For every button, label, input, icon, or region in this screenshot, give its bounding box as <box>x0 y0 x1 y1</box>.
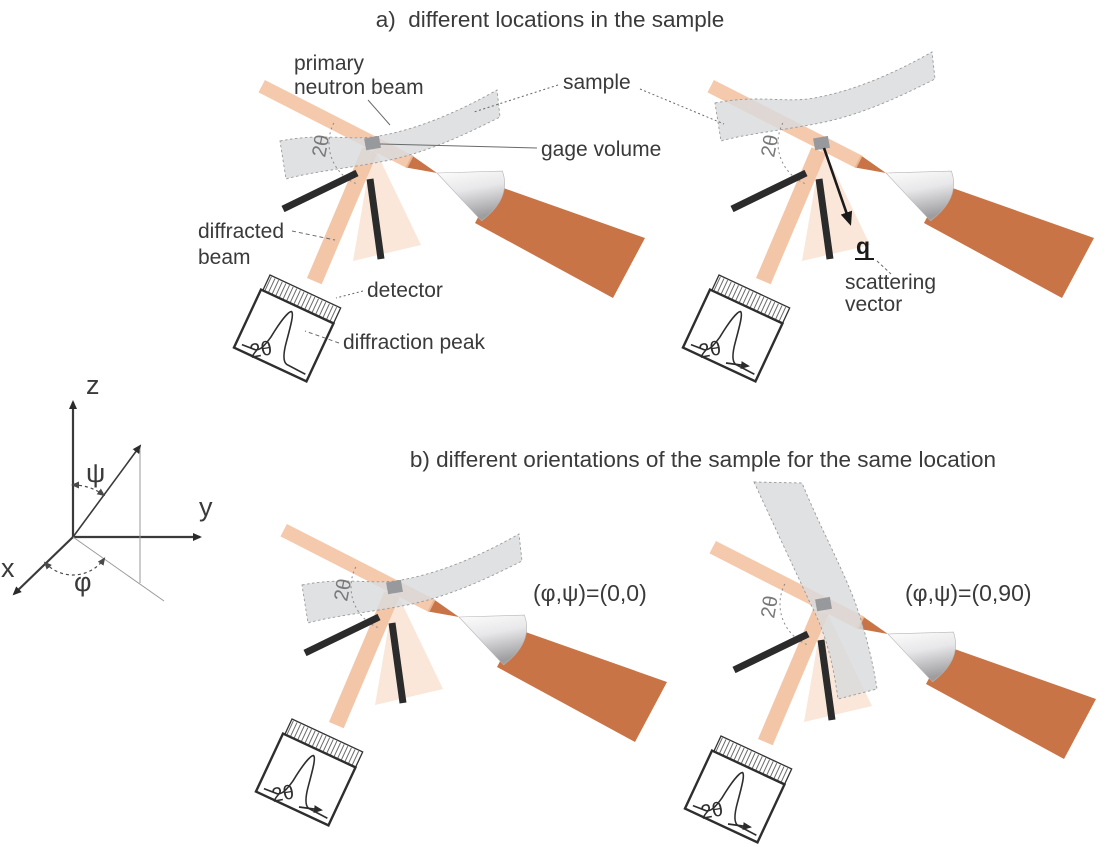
diffraction-peak-leader <box>304 330 340 344</box>
z-axis-label: z <box>86 370 100 400</box>
primary-beam-label-line1: primary <box>294 52 365 75</box>
primary-beam-label-line2: neutron beam <box>294 76 424 99</box>
two-theta-detector-label: 2θ <box>248 337 274 363</box>
coordinate-axes: z y x ψ φ <box>1 370 213 602</box>
two-theta-detector-label: 2θ <box>270 781 296 807</box>
two-theta-detector-label: 2θ <box>697 337 723 363</box>
two-theta-angle-label: 2θ <box>308 133 334 159</box>
psi-angle-arc <box>71 481 106 497</box>
gage-volume-leader <box>379 143 538 149</box>
diffracted-beam-label-line2: beam <box>198 246 251 269</box>
two-theta-angle-label: 2θ <box>757 133 783 159</box>
x-axis-label: x <box>1 553 15 583</box>
sample-plate <box>714 51 936 142</box>
y-axis-label: y <box>199 492 213 522</box>
projection-diagonal-line <box>72 536 165 602</box>
measurement-direction-vector <box>72 444 142 538</box>
detector-label: detector <box>367 279 443 302</box>
x-axis <box>12 536 74 596</box>
panel-a-annotations: primary neutron beam sample gage volume … <box>198 52 936 354</box>
two-theta-angle-label: 2θ <box>757 594 783 620</box>
diffracted-beam-leader <box>291 230 336 241</box>
two-theta-arrow <box>727 822 752 831</box>
panel-b-title: b) different orientations of the sample … <box>410 447 996 472</box>
diffraction-peak-label: diffraction peak <box>343 331 486 354</box>
gage-volume-label: gage volume <box>541 138 661 161</box>
detector-leader <box>335 290 364 299</box>
setup-b-right: 2θ 2θ <box>685 481 1097 842</box>
setup-a-right: 2θ 2θ <box>683 51 1095 381</box>
primary-beam-leader <box>367 99 391 126</box>
scattering-vector-label-line2: vector <box>845 293 902 316</box>
phi-angle-label: φ <box>74 567 92 597</box>
setup-a-left: 2θ 2θ <box>234 79 646 381</box>
sample-leader-right <box>639 88 725 125</box>
sample-label: sample <box>563 71 631 94</box>
q-vector-label: q <box>856 233 870 259</box>
panel-a-title: a) different locations in the sample <box>376 7 725 32</box>
two-theta-arrow <box>298 805 323 814</box>
scattering-vector-label-line1: scattering <box>845 271 936 294</box>
sample-leader-left <box>473 84 559 113</box>
setup-b-left: 2θ 2θ <box>256 523 668 825</box>
orientation-label-left: (φ,ψ)=(0,0) <box>533 580 647 606</box>
psi-angle-label: ψ <box>86 458 105 488</box>
scattering-vector-arrow <box>822 147 853 226</box>
two-theta-angle-label: 2θ <box>330 577 356 603</box>
orientation-label-right: (φ,ψ)=(0,90) <box>905 580 1032 606</box>
two-theta-detector-label: 2θ <box>699 798 725 824</box>
two-theta-arrow <box>725 361 750 370</box>
diffracted-beam-label-line1: diffracted <box>198 220 284 243</box>
phi-angle-arc <box>43 557 106 576</box>
